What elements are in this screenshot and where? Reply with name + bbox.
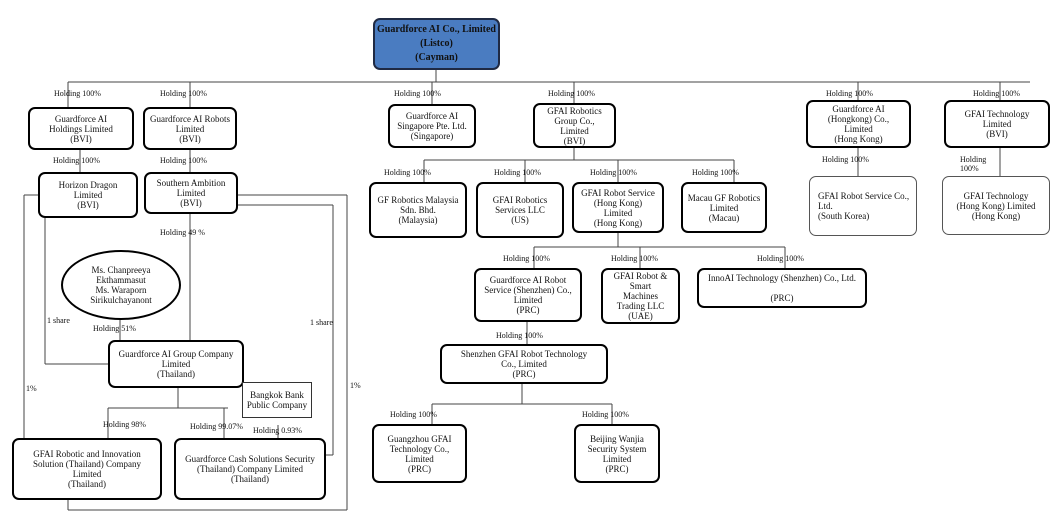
holding-label: 1 share (310, 318, 333, 327)
holding-label: Holding 100% (394, 89, 441, 98)
entity-guardforce-ai-listco: Guardforce AI Co., Limited (Listco) (Cay… (373, 18, 500, 70)
entity-gf-robotics-malaysia: GF Robotics Malaysia Sdn. Bhd. (Malaysia… (369, 182, 467, 238)
holding-label: 1% (26, 384, 37, 393)
holding-label: Holding (960, 155, 987, 164)
holding-label: Holding 98% (103, 420, 146, 429)
entity-gfai-group-thailand: Guardforce AI Group Company Limited (Tha… (108, 340, 244, 388)
entity-gfai-hongkong: Guardforce AI (Hongkong) Co., Limited (H… (806, 100, 911, 148)
holding-label: Holding 100% (390, 410, 437, 419)
entity-gf-cash-solutions-thailand: Guardforce Cash Solutions Security (Thai… (174, 438, 326, 500)
individual-shareholders: Ms. Chanpreeya Ekthammasut Ms. Waraporn … (61, 250, 181, 320)
holding-label: Holding 100% (590, 168, 637, 177)
holding-label: Holding 100% (503, 254, 550, 263)
entity-gfai-robot-service-korea: GFAI Robot Service Co., Ltd. (South Kore… (809, 176, 917, 236)
entity-gfai-robotic-innovation-thailand: GFAI Robotic and Innovation Solution (Th… (12, 438, 162, 500)
entity-innoai-technology-shenzhen: InnoAI Technology (Shenzhen) Co., Ltd. (… (697, 268, 867, 308)
holding-label: 1% (350, 381, 361, 390)
entity-beijing-wanjia-security: Beijing Wanjia Security System Limited (… (574, 424, 660, 483)
holding-label: Holding 100% (826, 89, 873, 98)
entity-shenzhen-gfai-robot-technology: Shenzhen GFAI Robot Technology Co., Limi… (440, 344, 608, 384)
entity-gfai-robot-service-shenzhen: Guardforce AI Robot Service (Shenzhen) C… (474, 268, 582, 322)
holding-label: Holding 0.93% (253, 426, 302, 435)
entity-gfai-holdings-bvi: Guardforce AI Holdings Limited (BVI) (28, 107, 134, 150)
entity-gfai-robot-smart-machines-uae: GFAI Robot & Smart Machines Trading LLC … (601, 268, 680, 324)
holding-label: Holding 99.07% (190, 422, 243, 431)
holding-label: Holding 100% (973, 89, 1020, 98)
entity-guangzhou-gfai-technology: Guangzhou GFAI Technology Co., Limited (… (372, 424, 467, 483)
entity-bangkok-bank: Bangkok Bank Public Company (242, 382, 312, 418)
entity-gfai-robots-bvi: Guardforce AI Robots Limited (BVI) (143, 107, 237, 150)
holding-label: Holding 100% (548, 89, 595, 98)
holding-label: Holding 49 % (160, 228, 205, 237)
entity-gfai-technology-bvi: GFAI Technology Limited (BVI) (944, 100, 1050, 148)
holding-label: Holding 100% (757, 254, 804, 263)
holding-label: Holding 100% (160, 89, 207, 98)
entity-southern-ambition: Southern Ambition Limited (BVI) (144, 172, 238, 214)
entity-gfai-robotics-us: GFAI Robotics Services LLC (US) (476, 182, 564, 238)
holding-label: Holding 100% (54, 89, 101, 98)
holding-label: Holding 100% (494, 168, 541, 177)
holding-label: Holding 51% (93, 324, 136, 333)
holding-label: Holding 100% (611, 254, 658, 263)
entity-horizon-dragon: Horizon Dragon Limited (BVI) (38, 172, 138, 218)
holding-label: Holding 100% (496, 331, 543, 340)
entity-gfai-robotics-group: GFAI Robotics Group Co., Limited (BVI) (533, 103, 616, 148)
holding-label: 1 share (47, 316, 70, 325)
holding-label: Holding 100% (822, 155, 869, 164)
holding-label: Holding 100% (160, 156, 207, 165)
entity-gfai-robot-service-hk: GFAI Robot Service (Hong Kong) Limited (… (572, 182, 664, 233)
holding-label: Holding 100% (582, 410, 629, 419)
holding-label: Holding 100% (53, 156, 100, 165)
holding-label: Holding 100% (384, 168, 431, 177)
entity-macau-gf-robotics: Macau GF Robotics Limited (Macau) (681, 182, 767, 233)
holding-label: 100% (960, 164, 979, 173)
holding-label: Holding 100% (692, 168, 739, 177)
entity-gfai-singapore: Guardforce AI Singapore Pte. Ltd. (Singa… (388, 104, 476, 148)
entity-gfai-technology-hk: GFAI Technology (Hong Kong) Limited (Hon… (942, 176, 1050, 235)
